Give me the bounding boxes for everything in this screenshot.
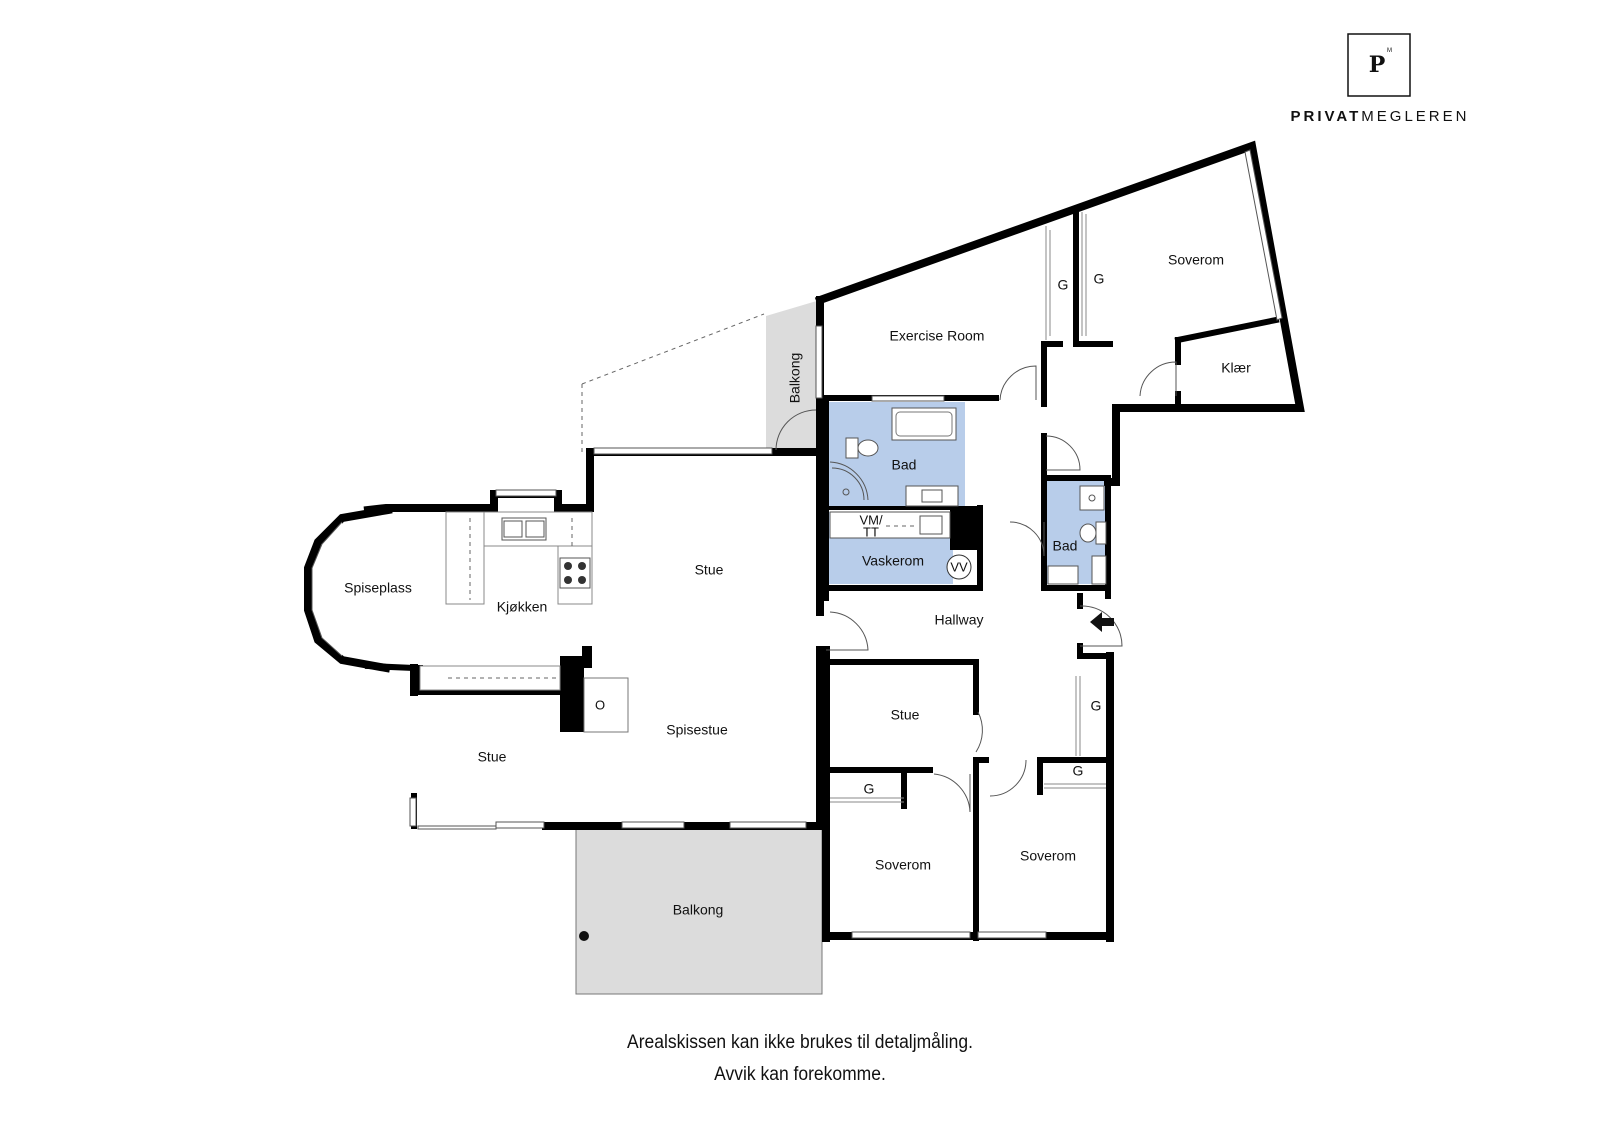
label-vv: VV [950,559,968,574]
label-tt: TT [863,524,879,539]
logo-box [1347,33,1411,97]
label-balkong-side: Balkong [787,353,803,404]
disclaimer-line-1: Arealskissen kan ikke brukes til detaljm… [627,1032,973,1053]
brand-logo: P M PRIVATMEGLEREN [1291,33,1470,125]
logo-superscript: M [1387,48,1392,54]
door-bad-small [1009,521,1045,557]
window-soverom-top-east [1244,149,1283,321]
door-soverom-top [1045,435,1081,471]
area-fills [575,300,1106,995]
kitchen-counter-west [445,511,485,605]
label-soverom-top: Soverom [1168,252,1224,268]
label-bad-main: Bad [892,457,917,473]
label-spiseplass: Spiseplass [344,580,412,596]
shower-main [831,467,865,501]
label-fireplace: O [595,697,605,712]
label-stue-left: Stue [478,749,507,765]
disclaimer-line-2: Avvik kan forekomme. [714,1064,886,1085]
label-balkong-bottom: Balkong [673,902,724,918]
label-soverom-left: Soverom [875,857,931,873]
label-hallway: Hallway [934,612,983,628]
label-vm: VM/ [859,512,883,527]
window-stue-left-west [409,797,417,827]
toilet-main [845,437,859,459]
label-soverom-right: Soverom [1020,848,1076,864]
label-g-hall: G [1091,698,1102,714]
balkong-side-fill [766,316,820,450]
room-labels: Soverom Klær Exercise Room G G Balkong B… [344,252,1251,918]
water-heater [946,554,972,580]
window-stue-north [593,447,773,455]
door-exercise [999,365,1037,401]
window-kitchen [495,489,557,497]
label-bad-small: Bad [1053,538,1078,554]
label-g-soverom-right: G [1073,763,1084,779]
window-spisestue-south-1 [621,821,685,829]
door-stue-small [975,711,983,753]
bathtub [891,407,957,441]
label-exercise-room: Exercise Room [890,328,985,344]
shower-small [1079,485,1105,511]
label-stue-main: Stue [695,562,724,578]
walls [363,140,1305,942]
label-kjokken: Kjøkken [497,599,548,615]
window-stue-left-south [495,821,545,829]
kitchen-stove [559,557,591,589]
label-stue-small: Stue [891,707,920,723]
toilet-small [1095,521,1107,545]
kitchen-sink [501,517,547,541]
window-stue-left-west-2 [417,825,497,830]
door-soverom-right [989,759,1027,797]
window-spisestue-south-2 [729,821,807,829]
label-spisestue: Spisestue [666,722,728,738]
sink-main [905,485,959,507]
dashed-outline [581,313,765,452]
dashed-diagonal [581,313,765,385]
label-vaskerom: Vaskerom [862,553,924,569]
door-soverom-left [933,773,971,813]
label-g-soverom-top: G [1094,271,1105,287]
label-klaer: Klær [1221,360,1251,376]
bay-window [304,505,393,673]
fixtures [419,407,1114,941]
doors [775,361,1177,813]
closets [830,212,1106,803]
label-g-exercise: G [1058,277,1069,293]
window-bad [871,395,945,402]
label-g-soverom-left: G [864,781,875,797]
brand-name-bold: PRIVAT [1291,108,1362,125]
brand-name-regular: MEGLEREN [1361,108,1469,125]
window-soverom-right-south [977,931,1047,939]
door-hall-west [826,611,869,651]
door-balkong-side [775,409,817,451]
fireplace-hearth [583,677,629,733]
entry-arrow-icon [1090,612,1114,632]
door-bad-main [829,461,869,501]
windows [409,149,1283,939]
brand-name: PRIVATMEGLEREN [1291,108,1470,125]
sink-small [1047,565,1079,585]
door-klaer [1139,361,1177,397]
window-soverom-left-south [851,931,971,939]
logo-letter: P [1369,52,1386,78]
balkong-side-slant [766,300,820,316]
window-exercise [815,325,823,399]
balcony-post [579,931,589,941]
